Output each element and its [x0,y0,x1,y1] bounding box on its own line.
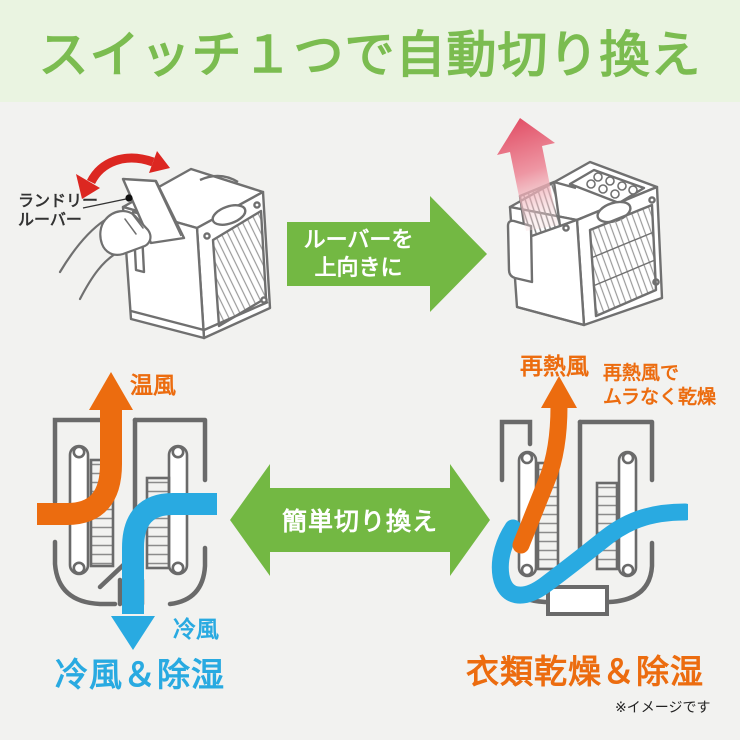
reheat-air-label: 再熱風 [520,353,589,379]
switch-mode-arrow: 簡単切り換え [230,458,490,582]
dry-mode-cross-section-diagram [491,376,688,616]
water-tank [546,585,609,616]
louver-label-line2: ルーバー [18,212,82,229]
green-right-arrow-icon [287,196,487,312]
dehumidifier-body [506,160,664,327]
step-arrow-label-line2: 上向きに [314,255,403,280]
cool-air-label: 冷風 [173,616,219,642]
green-double-arrow-icon [230,464,490,576]
cool-mode-caption: 冷風＆除湿 [55,656,225,693]
cool-mode-cross-section-diagram [37,372,217,650]
image-disclaimer: ※イメージです [615,699,711,715]
dehumidifier-airflow-up-illustration [497,118,664,327]
step-arrow-label: ルーバーを 上向きに [287,226,430,282]
step-arrow-label-line1: ルーバーを [303,227,414,252]
warm-air-arrow-icon [37,372,133,525]
reheat-note-line2: ムラなく乾燥 [603,387,717,408]
louver-leader-line [82,194,133,209]
reheat-air-arrow-icon [512,376,577,554]
reheat-note: 再熱風で ムラなく乾燥 [603,362,716,410]
step-arrow-louver-up: ルーバーを 上向きに [287,196,487,312]
dehumidifier-louver-adjust-illustration [58,151,272,340]
red-rotate-arrow-icon [76,151,170,199]
dry-mode-caption: 衣類乾燥＆除湿 [466,653,704,690]
page-title: スイッチ１つで自動切り換え [38,27,702,83]
reheat-note-line1: 再熱風で [603,363,680,384]
pink-airflow-arrow-icon [497,118,558,231]
louver-label-line1: ランドリー [18,193,99,210]
header-band: スイッチ１つで自動切り換え [0,0,740,102]
hand-illustration [58,210,152,301]
louver-label: ランドリー ルーバー [18,192,98,230]
switch-arrow-label: 簡単切り換え [281,508,438,536]
warm-air-label: 温風 [130,372,176,398]
cool-air-arrow-icon [111,493,217,650]
circulating-air-curve-icon [491,503,688,604]
